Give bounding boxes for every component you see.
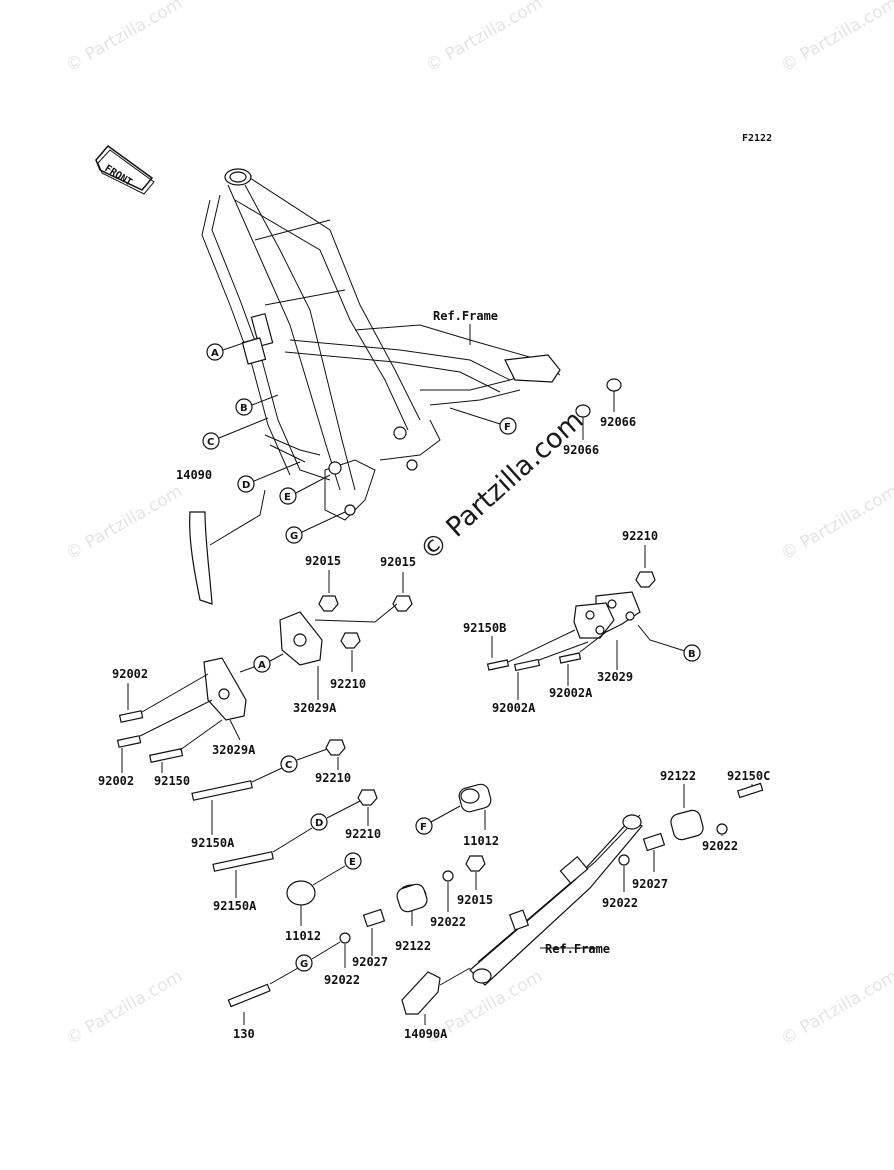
- watermark-top-center: © Partzilla.com: [423, 0, 547, 76]
- label-11012-b: 11012: [285, 929, 321, 943]
- ref-frame-bottom-label: Ref.Frame: [545, 942, 610, 956]
- label-92022-c: 92022: [602, 896, 638, 910]
- callout-g-frame: G: [290, 531, 298, 542]
- watermark-top-right: © Partzilla.com: [778, 0, 894, 76]
- watermark-mid-right: © Partzilla.com: [778, 481, 894, 564]
- watermark-mid-left: © Partzilla.com: [63, 481, 187, 564]
- callout-c-frame: C: [207, 437, 214, 448]
- bracket-assembly-a: 92015 92015 92210 32029A A 32029A 92002 …: [98, 554, 416, 788]
- label-32029a-b: 32029A: [212, 743, 256, 757]
- label-92150: 92150: [154, 774, 190, 788]
- label-92002a-a: 92002A: [492, 701, 536, 715]
- ref-frame-top-label: Ref.Frame: [433, 309, 498, 323]
- label-92150b: 92150B: [463, 621, 506, 635]
- frame-drawing: [201, 168, 561, 521]
- label-92210-top-right: 92210: [622, 529, 658, 543]
- watermark-bottom-right: © Partzilla.com: [778, 966, 894, 1049]
- label-92210-c: 92210: [345, 827, 381, 841]
- label-92002-a: 92002: [112, 667, 148, 681]
- front-arrow-icon: FRONT: [95, 144, 155, 195]
- figure-id: F2122: [742, 133, 772, 144]
- label-92066-a: 92066: [600, 415, 636, 429]
- label-92150c: 92150C: [727, 769, 770, 783]
- label-92066-b: 92066: [563, 443, 599, 457]
- label-92150a-a: 92150A: [191, 836, 235, 850]
- label-92210-a: 92210: [330, 677, 366, 691]
- label-92015-b: 92015: [380, 555, 416, 569]
- label-92210-b: 92210: [315, 771, 351, 785]
- callout-g-bolt: G: [300, 959, 308, 970]
- callout-b-bracket: B: [688, 649, 696, 660]
- callout-b-frame: B: [240, 403, 248, 414]
- label-92002-b: 92002: [98, 774, 134, 788]
- callout-e-spacer: E: [349, 857, 356, 868]
- label-92022-a: 92022: [324, 973, 360, 987]
- long-bolts: C 92210 92150A D 92210 92150A E 11012 G …: [191, 739, 499, 1041]
- callout-a-frame: A: [211, 348, 219, 359]
- frame-callouts: A B C D E G F: [202, 337, 517, 544]
- label-92150a-b: 92150A: [213, 899, 257, 913]
- lower-right-assembly: 92150C 92122 92022 92027 92022 Ref.Frame…: [401, 769, 770, 1041]
- label-92122-a: 92122: [395, 939, 431, 953]
- label-92002a-b: 92002A: [549, 686, 593, 700]
- label-130: 130: [233, 1027, 255, 1041]
- label-11012-a: 11012: [463, 834, 499, 848]
- label-92022-b: 92022: [430, 915, 466, 929]
- part-14090: 14090: [176, 468, 266, 605]
- callout-c-bolt: C: [285, 760, 292, 771]
- watermark-bottom-left: © Partzilla.com: [63, 966, 187, 1049]
- callout-d-bolt: D: [315, 818, 323, 829]
- label-32029: 32029: [597, 670, 633, 684]
- callout-d-frame: D: [242, 480, 250, 491]
- callout-a-bracket: A: [258, 660, 266, 671]
- label-14090: 14090: [176, 468, 212, 482]
- bracket-assembly-b: 92210 B 92150B 32029 92002A 92002A: [463, 529, 701, 715]
- callout-e-frame: E: [284, 492, 291, 503]
- part-92066: 92066 92066: [563, 378, 636, 457]
- label-92027-a: 92027: [352, 955, 388, 969]
- label-14090a: 14090A: [404, 1027, 448, 1041]
- label-32029a-a: 32029A: [293, 701, 337, 715]
- label-92022-d: 92022: [702, 839, 738, 853]
- label-92122-b: 92122: [660, 769, 696, 783]
- watermark-top-left: © Partzilla.com: [63, 0, 187, 76]
- label-92015-a: 92015: [305, 554, 341, 568]
- callout-f-spacer: F: [420, 822, 427, 833]
- callout-f-frame: F: [504, 422, 511, 433]
- label-92015-c: 92015: [457, 893, 493, 907]
- label-92027-b: 92027: [632, 877, 668, 891]
